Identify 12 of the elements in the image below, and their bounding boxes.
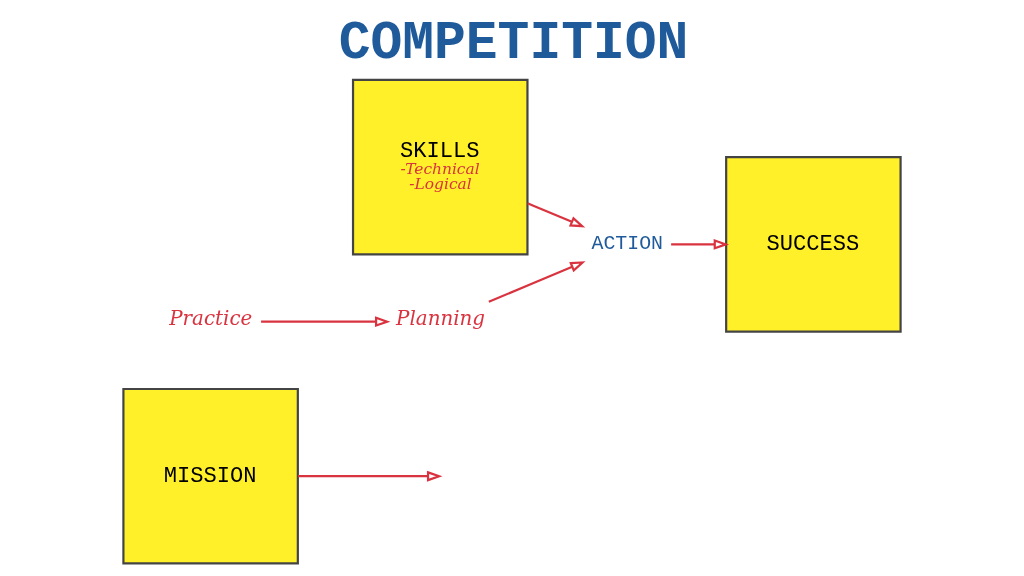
- node-text: ACTION: [591, 232, 663, 256]
- arrow: [298, 470, 443, 482]
- node-box: SUCCESS: [725, 156, 902, 333]
- arrow: [671, 238, 730, 250]
- node-box: SKILLS -Technical -Logical: [351, 78, 529, 256]
- arrow: [527, 202, 586, 228]
- arrow: [261, 316, 391, 328]
- diagram-title: COMPETITION: [338, 14, 689, 75]
- node-text: Practice: [169, 307, 253, 331]
- node-box: MISSION: [122, 387, 299, 565]
- node-text: Planning: [396, 307, 486, 331]
- arrow: [488, 261, 586, 303]
